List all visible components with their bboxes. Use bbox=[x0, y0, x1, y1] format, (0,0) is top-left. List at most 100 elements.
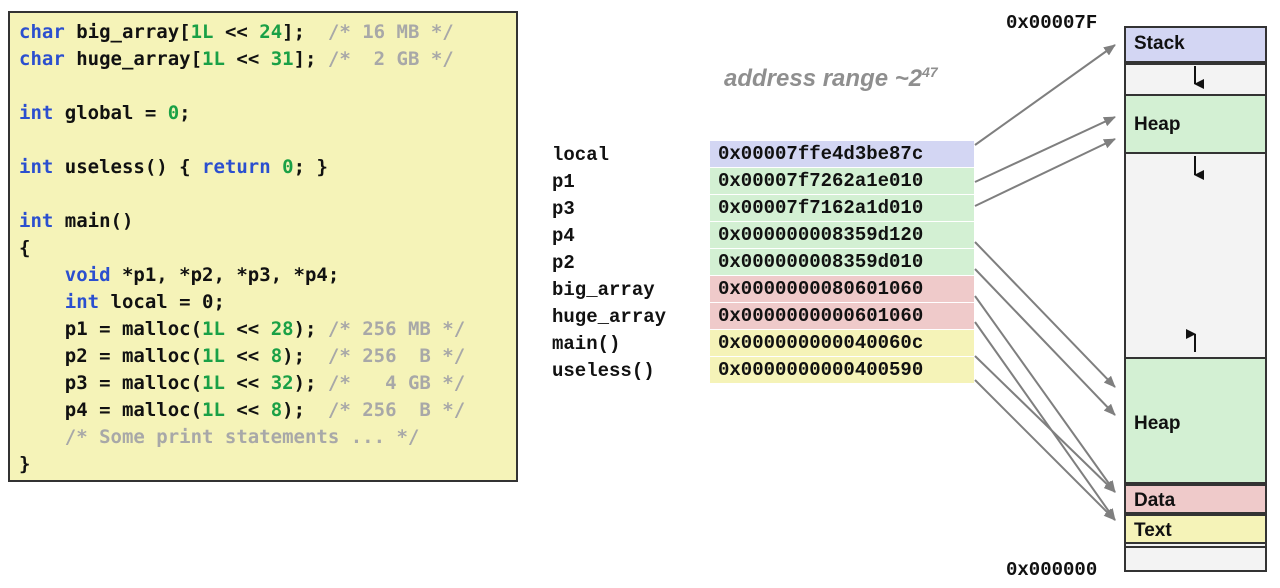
pointer-arrow bbox=[974, 44, 1116, 146]
code-text: global = bbox=[53, 102, 168, 124]
variable-name: p3 bbox=[552, 198, 575, 220]
pointer-arrow bbox=[974, 355, 1116, 493]
code-number: 1L bbox=[202, 318, 225, 340]
variable-name: huge_array bbox=[552, 306, 667, 328]
title-exponent: 47 bbox=[922, 64, 938, 80]
code-text: useless() { bbox=[53, 156, 203, 178]
variable-name: p4 bbox=[552, 225, 575, 247]
code-text: ]; bbox=[282, 21, 328, 43]
code-keyword: int bbox=[64, 291, 100, 313]
memory-divider bbox=[1126, 546, 1265, 548]
heap-upper-segment: Heap bbox=[1126, 94, 1265, 154]
heap-lower-segment: Heap bbox=[1126, 357, 1265, 484]
code-comment: /* Some print statements ... */ bbox=[64, 426, 420, 448]
code-text: << bbox=[213, 21, 260, 43]
pointer-arrow bbox=[974, 138, 1116, 207]
code-number: 8 bbox=[270, 399, 283, 421]
variable-address: 0x0000000000400590 bbox=[710, 357, 974, 383]
variable-address: 0x00007f7162a1d010 bbox=[710, 195, 974, 221]
code-keyword: return bbox=[202, 156, 271, 178]
code-text: << bbox=[224, 345, 271, 367]
variable-name: p2 bbox=[552, 252, 575, 274]
code-line: } bbox=[19, 451, 516, 478]
variable-name: local bbox=[552, 144, 610, 166]
variable-address: 0x00007f7262a1e010 bbox=[710, 168, 974, 194]
variable-address: 0x0000000080601060 bbox=[710, 276, 974, 302]
code-number: 31 bbox=[270, 48, 294, 70]
code-text: ); bbox=[293, 372, 328, 394]
bottom-address-label: 0x000000 bbox=[1006, 559, 1098, 581]
code-text: huge_array[ bbox=[64, 48, 203, 70]
address-row: useless() 0x0000000000400590 bbox=[552, 357, 977, 384]
code-text: local = 0; bbox=[99, 291, 225, 313]
code-number: 8 bbox=[270, 345, 283, 367]
code-text: << bbox=[224, 318, 271, 340]
code-number: 0 bbox=[282, 156, 294, 178]
pointer-arrow bbox=[974, 295, 1116, 493]
code-text: << bbox=[224, 48, 271, 70]
code-text: << bbox=[224, 372, 271, 394]
code-text: { bbox=[19, 237, 31, 259]
title-text: address range ~2 bbox=[724, 65, 923, 92]
address-row: big_array 0x0000000080601060 bbox=[552, 276, 977, 303]
code-text: *p1, *p2, *p3, *p4; bbox=[110, 264, 340, 286]
code-keyword: void bbox=[64, 264, 111, 286]
code-text: } bbox=[19, 453, 31, 475]
code-line: void *p1, *p2, *p3, *p4; bbox=[19, 262, 516, 289]
code-line: char big_array[1L << 24]; /* 16 MB */ bbox=[19, 19, 516, 46]
code-text: ]; bbox=[293, 48, 328, 70]
code-line: { bbox=[19, 235, 516, 262]
code-text: ; bbox=[179, 102, 191, 124]
code-line: int global = 0; bbox=[19, 100, 516, 127]
code-number: 32 bbox=[270, 372, 294, 394]
variable-name: main() bbox=[552, 333, 621, 355]
data-segment: Data bbox=[1126, 484, 1265, 514]
code-number: 1L bbox=[202, 399, 225, 421]
stack-segment: Stack bbox=[1126, 28, 1265, 63]
code-comment: /* 256 MB */ bbox=[327, 318, 466, 340]
pointer-arrow bbox=[974, 268, 1116, 416]
variable-name: useless() bbox=[552, 360, 655, 382]
memory-divider bbox=[1126, 63, 1265, 65]
code-number: 1L bbox=[190, 21, 214, 43]
code-line: int local = 0; bbox=[19, 289, 516, 316]
code-comment: /* 4 GB */ bbox=[327, 372, 466, 394]
code-comment: /* 2 GB */ bbox=[327, 48, 454, 70]
address-row: p3 0x00007f7162a1d010 bbox=[552, 195, 977, 222]
variable-address: 0x000000008359d120 bbox=[710, 222, 974, 248]
code-text: ); bbox=[282, 345, 328, 367]
code-line: int main() bbox=[19, 208, 516, 235]
code-text: << bbox=[224, 399, 271, 421]
pointer-arrow bbox=[974, 116, 1116, 183]
code-comment: /* 256 B */ bbox=[327, 345, 466, 367]
pointer-arrow bbox=[974, 241, 1116, 388]
address-row: p4 0x000000008359d120 bbox=[552, 222, 977, 249]
code-text: p3 = malloc( bbox=[19, 372, 203, 394]
code-text: p4 = malloc( bbox=[19, 399, 203, 421]
code-comment: /* 16 MB */ bbox=[327, 21, 454, 43]
pointer-arrow bbox=[974, 379, 1116, 521]
code-number: 24 bbox=[259, 21, 283, 43]
code-keyword: int bbox=[19, 156, 54, 178]
code-keyword: int bbox=[19, 210, 54, 232]
code-text: ); bbox=[293, 318, 328, 340]
code-keyword: int bbox=[19, 102, 54, 124]
code-line: char huge_array[1L << 31]; /* 2 GB */ bbox=[19, 46, 516, 73]
code-number: 28 bbox=[270, 318, 294, 340]
code-number: 1L bbox=[202, 372, 225, 394]
code-line: p2 = malloc(1L << 8); /* 256 B */ bbox=[19, 343, 516, 370]
code-line: /* Some print statements ... */ bbox=[19, 424, 516, 451]
code-line: p3 = malloc(1L << 32); /* 4 GB */ bbox=[19, 370, 516, 397]
code-number: 1L bbox=[202, 345, 225, 367]
code-line: p4 = malloc(1L << 8); /* 256 B */ bbox=[19, 397, 516, 424]
code-text: p1 = malloc( bbox=[19, 318, 203, 340]
code-keyword: char bbox=[19, 21, 65, 43]
code-keyword: char bbox=[19, 48, 65, 70]
variable-name: big_array bbox=[552, 279, 655, 301]
